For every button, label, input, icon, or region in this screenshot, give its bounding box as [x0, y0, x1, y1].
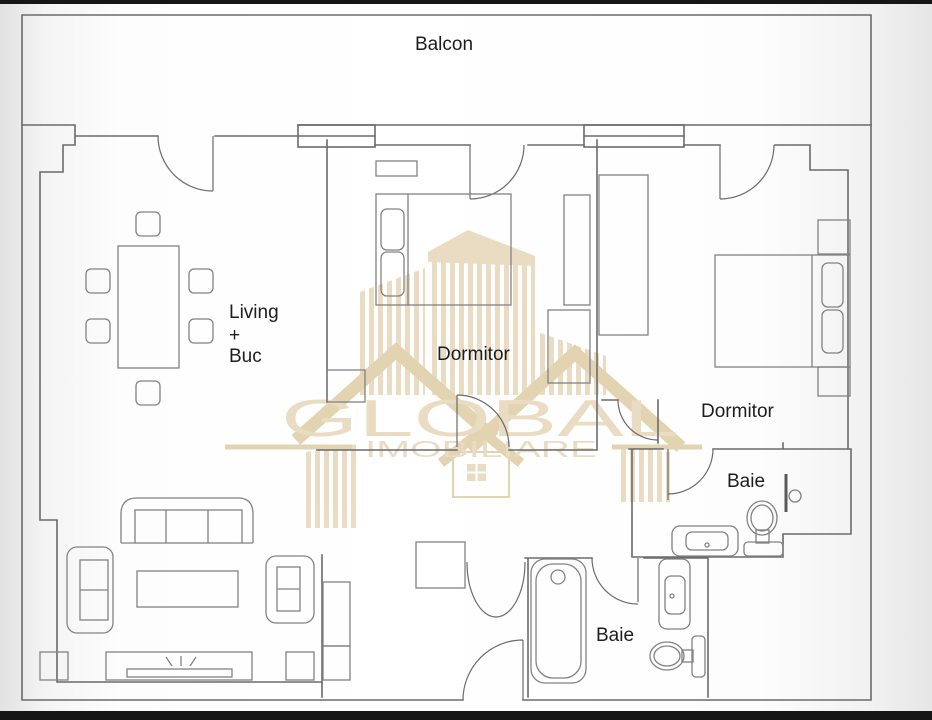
label-dormitor-right: Dormitor — [701, 401, 775, 422]
speaker-right — [285, 651, 315, 681]
nightstand-right-2 — [817, 366, 851, 397]
sink-basin-bottom — [664, 575, 686, 615]
dining-chair-top — [135, 211, 161, 237]
label-living-line3: Buc — [229, 346, 262, 367]
bed-middle-pillow-2 — [380, 251, 405, 297]
walls — [21, 14, 872, 701]
doors — [157, 135, 775, 701]
door-dormitor-middle — [456, 394, 510, 448]
toilet-tank-bottom — [691, 635, 706, 678]
door-baie-bottom — [591, 557, 639, 605]
toilet-bowl-right-inner — [750, 504, 774, 532]
outer-walls — [21, 14, 872, 701]
bathtub-drain — [550, 569, 566, 585]
label-baie-right: Baie — [727, 471, 765, 492]
door-dormitor-right — [617, 399, 659, 441]
wardrobe-right — [598, 174, 649, 336]
corridor-closet — [415, 541, 466, 589]
watermark-logo: GLOBAL IMOBILIARE — [225, 230, 702, 528]
door-baie-right — [667, 448, 714, 500]
balcony-door-dormitor-right — [719, 144, 775, 200]
sink-vanity-bottom — [658, 558, 691, 630]
tv — [126, 668, 233, 678]
toilet-neck-bottom — [681, 649, 694, 663]
watermark-roof-left — [291, 342, 499, 445]
tv-stand — [105, 651, 253, 681]
label-baie-bottom: Baie — [596, 625, 634, 646]
sofa-seat — [134, 509, 243, 544]
coffee-table — [136, 570, 239, 608]
bathtub — [530, 558, 587, 684]
cabinet-middle-corner — [326, 369, 366, 403]
bed-middle — [375, 193, 512, 306]
watermark-roof-right — [464, 344, 686, 454]
sink-drain-right — [704, 542, 710, 548]
nightstand-right-1 — [817, 219, 851, 255]
tv-signal-icon — [165, 656, 197, 667]
label-living-line2: + — [229, 325, 240, 346]
sink-basin-right — [685, 531, 729, 551]
watermark-tower — [428, 230, 535, 395]
label-balcon: Balcon — [415, 34, 473, 55]
label-living-line1: Living — [229, 302, 279, 323]
watermark-house-window-cross — [467, 464, 486, 481]
window-dormitor — [583, 124, 685, 148]
bed-right-pillow-1 — [821, 262, 844, 308]
sink-drain-bottom — [669, 593, 675, 599]
sofa — [120, 497, 254, 544]
room-labels: Balcon Living + Buc Dormitor Dormitor Ba… — [229, 34, 775, 646]
dining-chair-bottom — [135, 380, 161, 406]
bathtub-inner — [535, 563, 582, 679]
interior-walls — [316, 139, 852, 698]
toilet-base-right — [743, 541, 784, 557]
bed-middle-pillow-1 — [380, 208, 405, 251]
sink-vanity-right — [671, 525, 739, 557]
toilet-bowl-bottom — [649, 641, 685, 671]
bottom-frame-bar — [0, 711, 932, 720]
living-room-furniture — [39, 211, 315, 681]
balcony-door-living — [157, 135, 214, 192]
watermark-tagline-text: IMOBILIARE — [365, 436, 597, 462]
top-frame-bar — [0, 0, 932, 4]
bed-right — [714, 254, 851, 368]
dining-table — [117, 245, 180, 369]
label-dormitor-middle: Dormitor — [437, 344, 511, 365]
armchair-right — [265, 555, 315, 624]
baie-bottom-fixtures — [530, 558, 706, 684]
armchair-left — [66, 546, 114, 634]
toilet-bowl-right — [746, 500, 778, 536]
watermark-house-roof — [437, 424, 525, 467]
dining-chair-left-2 — [85, 318, 111, 344]
toilet-bowl-bottom-inner — [653, 645, 681, 667]
bed-right-pillow-2 — [821, 309, 844, 354]
wardrobe-middle-1 — [563, 194, 591, 306]
watermark-siding-left — [306, 444, 358, 528]
sofa-seat-dividers — [165, 510, 209, 543]
dining-chair-right-2 — [188, 318, 214, 344]
dining-chair-right-1 — [188, 268, 214, 294]
window-living — [297, 124, 376, 148]
baie-right-fixtures — [671, 474, 802, 557]
corridor-furniture — [322, 541, 466, 681]
watermark-tower-cap — [428, 230, 535, 266]
entrance-door — [462, 639, 524, 701]
dresser-middle — [375, 160, 418, 177]
dining-chair-left-1 — [85, 268, 111, 294]
speaker-left — [39, 651, 69, 681]
watermark-siding-right — [618, 444, 670, 502]
toilet-neck-right — [755, 529, 770, 544]
balcony-door-dormitor-middle — [469, 144, 525, 200]
closet-double-doors — [466, 561, 526, 618]
corridor-cabinet-2 — [322, 645, 351, 681]
dormitor-middle-furniture — [326, 160, 591, 403]
wall-lamp-right — [788, 489, 802, 503]
wardrobe-middle-2 — [547, 309, 591, 384]
corridor-cabinet-1 — [322, 581, 351, 647]
dormitor-right-furniture — [598, 174, 851, 397]
